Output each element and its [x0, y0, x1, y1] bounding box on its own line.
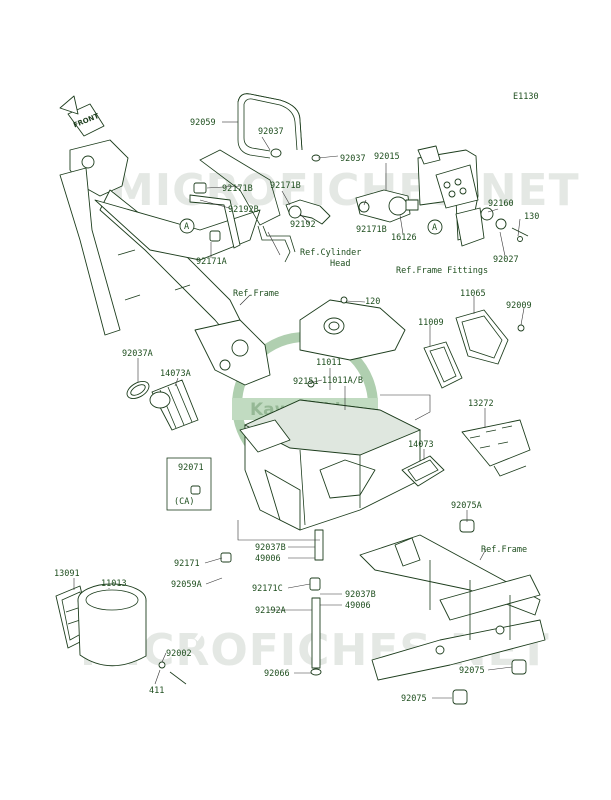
circle-marker-a-1: A: [179, 218, 195, 234]
label-92059: 92059: [190, 118, 216, 128]
intake-duct: [126, 379, 199, 431]
label-92066: 92066: [264, 669, 290, 679]
circle-marker-a-2: A: [427, 219, 443, 235]
label-92171B-c: 92171B: [356, 225, 387, 235]
label-92037-top: 92037: [258, 127, 284, 137]
label-92192: 92192: [290, 220, 316, 230]
label-120: 120: [365, 297, 380, 307]
ref-frame-1: Ref.Frame: [233, 289, 279, 299]
element-14073: [401, 455, 445, 487]
circle-a-text-2: A: [432, 223, 437, 233]
hose-92059: [237, 93, 321, 162]
label-49006-b: 49006: [345, 601, 371, 611]
rear-frame: [359, 519, 546, 705]
air-cleaner-housing: [239, 296, 422, 531]
label-92037B-b: 92037B: [345, 590, 376, 600]
bracket-13272: [461, 419, 531, 477]
label-49006-a: 49006: [255, 554, 281, 564]
frame-fittings-bracket: [417, 145, 529, 247]
box-92071-ca: [166, 457, 212, 511]
label-13272: 13272: [468, 399, 494, 409]
label-11009: 11009: [418, 318, 444, 328]
label-92151: 92151: [293, 377, 319, 387]
label-92037-mid: 92037: [340, 154, 366, 164]
label-411: 411: [149, 686, 164, 696]
label-92075-a: 92075: [459, 666, 485, 676]
ref-frame-fittings: Ref.Frame Fittings: [396, 266, 488, 276]
part-labels: 92059 92037 92037 92015 92171B 92171B 92…: [54, 118, 539, 704]
cover-11013: [77, 583, 187, 685]
label-92192A: 92192A: [255, 606, 286, 616]
label-11011: 11011: [316, 358, 342, 368]
label-14073: 14073: [408, 440, 434, 450]
diagram-code: E1130: [513, 92, 539, 102]
label-92009: 92009: [506, 301, 532, 311]
gasket-11009: [423, 341, 463, 389]
ref-cylinder-head-1: Ref.Cylinder: [300, 248, 361, 258]
label-92171C: 92171C: [252, 584, 283, 594]
label-ca: (CA): [174, 497, 194, 507]
label-92059A: 92059A: [171, 580, 202, 590]
label-92171B-a: 92171B: [222, 184, 253, 194]
label-92027: 92027: [493, 255, 519, 265]
ref-cylinder-head-2: Head: [330, 259, 350, 269]
label-92160: 92160: [488, 199, 514, 209]
label-92037A: 92037A: [122, 349, 153, 359]
label-92037B-a: 92037B: [255, 543, 286, 553]
valve-16126: [355, 189, 419, 223]
label-92171A: 92171A: [196, 257, 227, 267]
label-92002: 92002: [166, 649, 192, 659]
label-92171B-b: 92171B: [270, 181, 301, 191]
label-92075A: 92075A: [451, 501, 482, 511]
watermark-top: MICROFICHES.NET: [110, 165, 580, 216]
label-92015: 92015: [374, 152, 400, 162]
label-92171: 92171: [174, 559, 200, 569]
circle-a-text-1: A: [184, 222, 189, 232]
leader-lines: [73, 121, 525, 699]
ref-frame-2: Ref.Frame: [481, 545, 527, 555]
label-92192B: 92192B: [228, 205, 259, 215]
label-130: 130: [524, 212, 539, 222]
label-11065: 11065: [460, 289, 486, 299]
label-92071: 92071: [178, 463, 204, 473]
front-arrow: FRONT: [59, 95, 105, 137]
drain-hoses: [194, 529, 324, 676]
hose-assembly-center: [189, 182, 331, 263]
label-14073A: 14073A: [160, 369, 191, 379]
label-11013: 11013: [101, 579, 127, 589]
main-frame: [59, 139, 281, 386]
label-16126: 16126: [391, 233, 417, 243]
cover-11065: [455, 309, 525, 365]
label-13091: 13091: [54, 569, 80, 579]
label-92075-b: 92075: [401, 694, 427, 704]
label-11011AB: 11011A/B: [322, 376, 363, 386]
